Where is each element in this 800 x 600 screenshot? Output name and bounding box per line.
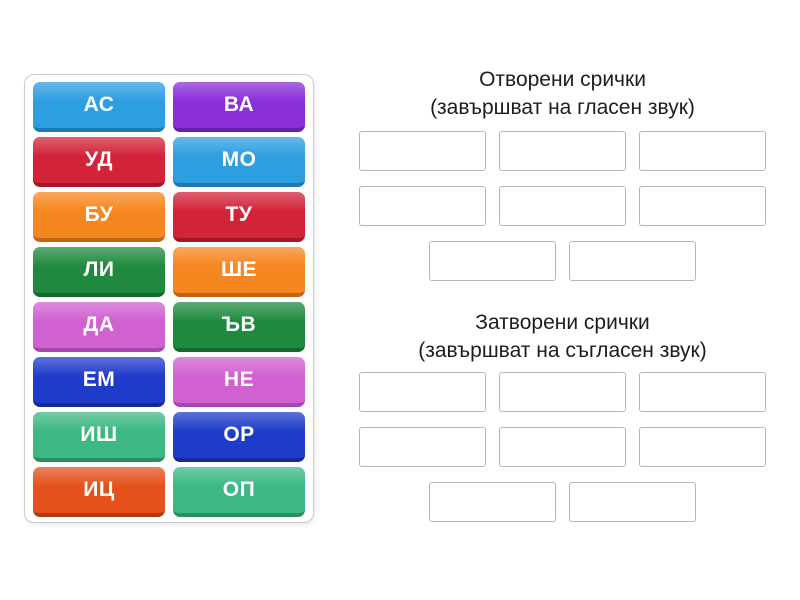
drop-slot[interactable]: [359, 372, 486, 412]
category-title-line2: (завършват на гласен звук): [430, 96, 695, 119]
drop-slot[interactable]: [499, 372, 626, 412]
drop-slot[interactable]: [429, 482, 556, 522]
syllable-tile[interactable]: МО: [173, 137, 305, 187]
tile-label: ШЕ: [220, 258, 258, 281]
drop-slot[interactable]: [359, 131, 486, 171]
syllable-tile[interactable]: УД: [33, 137, 165, 187]
syllable-tile[interactable]: ТУ: [173, 192, 305, 242]
slot-row: [350, 241, 775, 281]
tile-label: ЛИ: [83, 258, 115, 281]
category-title-line2: (завършват на съгласен звук): [418, 339, 707, 362]
drop-slot[interactable]: [639, 427, 766, 467]
syllable-tile[interactable]: ИЦ: [33, 467, 165, 517]
tile-label: АС: [83, 93, 115, 116]
drop-slot[interactable]: [429, 241, 556, 281]
drop-slot[interactable]: [569, 241, 696, 281]
tile-label: ЕМ: [82, 368, 116, 391]
drop-slot[interactable]: [639, 131, 766, 171]
drop-zone-closed-syllables: [350, 372, 775, 522]
tile-label: УД: [85, 148, 113, 171]
category-open-syllables: Отворени срички (завършват на гласен зву…: [350, 66, 775, 281]
syllable-tile[interactable]: ЕМ: [33, 357, 165, 407]
drop-zone-open-syllables: [350, 131, 775, 281]
syllable-tile[interactable]: ДА: [33, 302, 165, 352]
tile-label: ВА: [223, 93, 255, 116]
tile-label: ИЦ: [83, 478, 115, 501]
category-title-line1: Отворени срички: [479, 68, 646, 91]
drop-slot[interactable]: [569, 482, 696, 522]
tile-label: БУ: [84, 203, 114, 226]
tile-label: НЕ: [223, 368, 255, 391]
drop-slot[interactable]: [499, 186, 626, 226]
tile-label: ИШ: [80, 423, 118, 446]
drop-slot[interactable]: [359, 186, 486, 226]
drop-slot[interactable]: [639, 372, 766, 412]
syllable-tile[interactable]: ВА: [173, 82, 305, 132]
tile-grid: АС ВА УД МО БУ ТУ ЛИ ШЕ ДА ЪВ ЕМ НЕ ИШ ОР ИЦ ОП: [33, 82, 305, 517]
slot-row: [350, 186, 775, 226]
syllable-tile-panel: АС ВА УД МО БУ ТУ ЛИ ШЕ ДА ЪВ ЕМ НЕ ИШ ОР ИЦ ОП: [24, 74, 314, 523]
syllable-tile[interactable]: ОП: [173, 467, 305, 517]
slot-row: [350, 372, 775, 412]
tile-label: ТУ: [225, 203, 253, 226]
tile-label: ОР: [223, 423, 255, 446]
syllable-tile[interactable]: ШЕ: [173, 247, 305, 297]
drop-slot[interactable]: [499, 131, 626, 171]
syllable-tile[interactable]: ЛИ: [33, 247, 165, 297]
tile-label: МО: [221, 148, 257, 171]
category-title: Затворени срички (завършват на съгласен …: [350, 309, 775, 365]
syllable-tile[interactable]: НЕ: [173, 357, 305, 407]
tile-label: ОП: [222, 478, 256, 501]
drop-slot[interactable]: [639, 186, 766, 226]
drop-slot[interactable]: [499, 427, 626, 467]
category-closed-syllables: Затворени срички (завършват на съгласен …: [350, 309, 775, 522]
syllable-tile[interactable]: ИШ: [33, 412, 165, 462]
category-title-line1: Затворени срички: [475, 311, 650, 334]
syllable-tile[interactable]: ОР: [173, 412, 305, 462]
syllable-tile[interactable]: ЪВ: [173, 302, 305, 352]
syllable-tile[interactable]: АС: [33, 82, 165, 132]
tile-label: ЪВ: [221, 313, 257, 336]
slot-row: [350, 427, 775, 467]
tile-label: ДА: [83, 313, 115, 336]
slot-row: [350, 482, 775, 522]
syllable-tile[interactable]: БУ: [33, 192, 165, 242]
slot-row: [350, 131, 775, 171]
drop-slot[interactable]: [359, 427, 486, 467]
category-title: Отворени срички (завършват на гласен зву…: [350, 66, 775, 122]
